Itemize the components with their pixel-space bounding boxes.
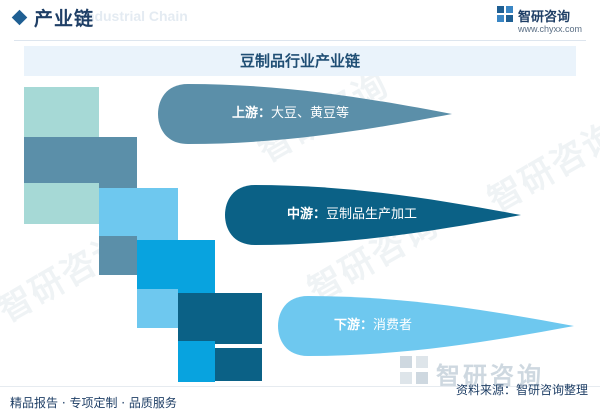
stage-name: 下游 <box>334 318 361 333</box>
brand-logo-icon <box>497 6 513 22</box>
footer-slogan: 精品报告 · 专项定制 · 品质服务 <box>10 396 177 410</box>
stage-name: 中游 <box>287 207 314 222</box>
stage-label: 中游：豆制品生产加工 <box>287 185 417 245</box>
chain-block-end <box>215 293 262 381</box>
stage-name: 上游 <box>232 106 259 121</box>
header-divider <box>14 40 586 41</box>
section-title: 产业链 <box>34 8 95 30</box>
footer-logo-icon <box>400 356 428 384</box>
brand-logo-block: 智研咨询 www.chyxx.com <box>496 4 586 40</box>
stage-desc: 大豆、黄豆等 <box>271 106 350 121</box>
teardrop-shape <box>158 84 452 144</box>
footer-source: 资料来源：智研咨询整理 <box>455 383 588 397</box>
stage-separator: ： <box>258 106 272 121</box>
diamond-icon <box>11 9 28 26</box>
teardrop-shape <box>225 185 521 245</box>
stage-downstream: 下游：消费者 <box>278 296 600 356</box>
footer-divider <box>0 386 600 387</box>
stage-separator: ： <box>313 207 327 222</box>
chain-block-gap <box>215 344 262 348</box>
brand-url: www.chyxx.com <box>518 24 583 34</box>
stage-separator: ： <box>360 318 374 333</box>
page-header: Industrial Chain 产业链 智研咨询 www.chyxx.com <box>0 0 600 46</box>
brand-name: 智研咨询 <box>518 10 571 25</box>
teardrop-shape <box>278 296 574 356</box>
stage-label: 下游：消费者 <box>334 296 412 356</box>
section-subtitle: Industrial Chain <box>82 8 188 24</box>
diagram-title-banner: 豆制品行业产业链 <box>24 46 576 76</box>
stage-desc: 消费者 <box>373 318 413 333</box>
footer-brand: 智研咨询 <box>436 362 544 390</box>
stage-upstream: 上游：大豆、黄豆等 <box>158 84 508 144</box>
stage-midstream: 中游：豆制品生产加工 <box>225 185 575 245</box>
stage-desc: 豆制品生产加工 <box>326 207 418 222</box>
stage-label: 上游：大豆、黄豆等 <box>232 84 349 144</box>
